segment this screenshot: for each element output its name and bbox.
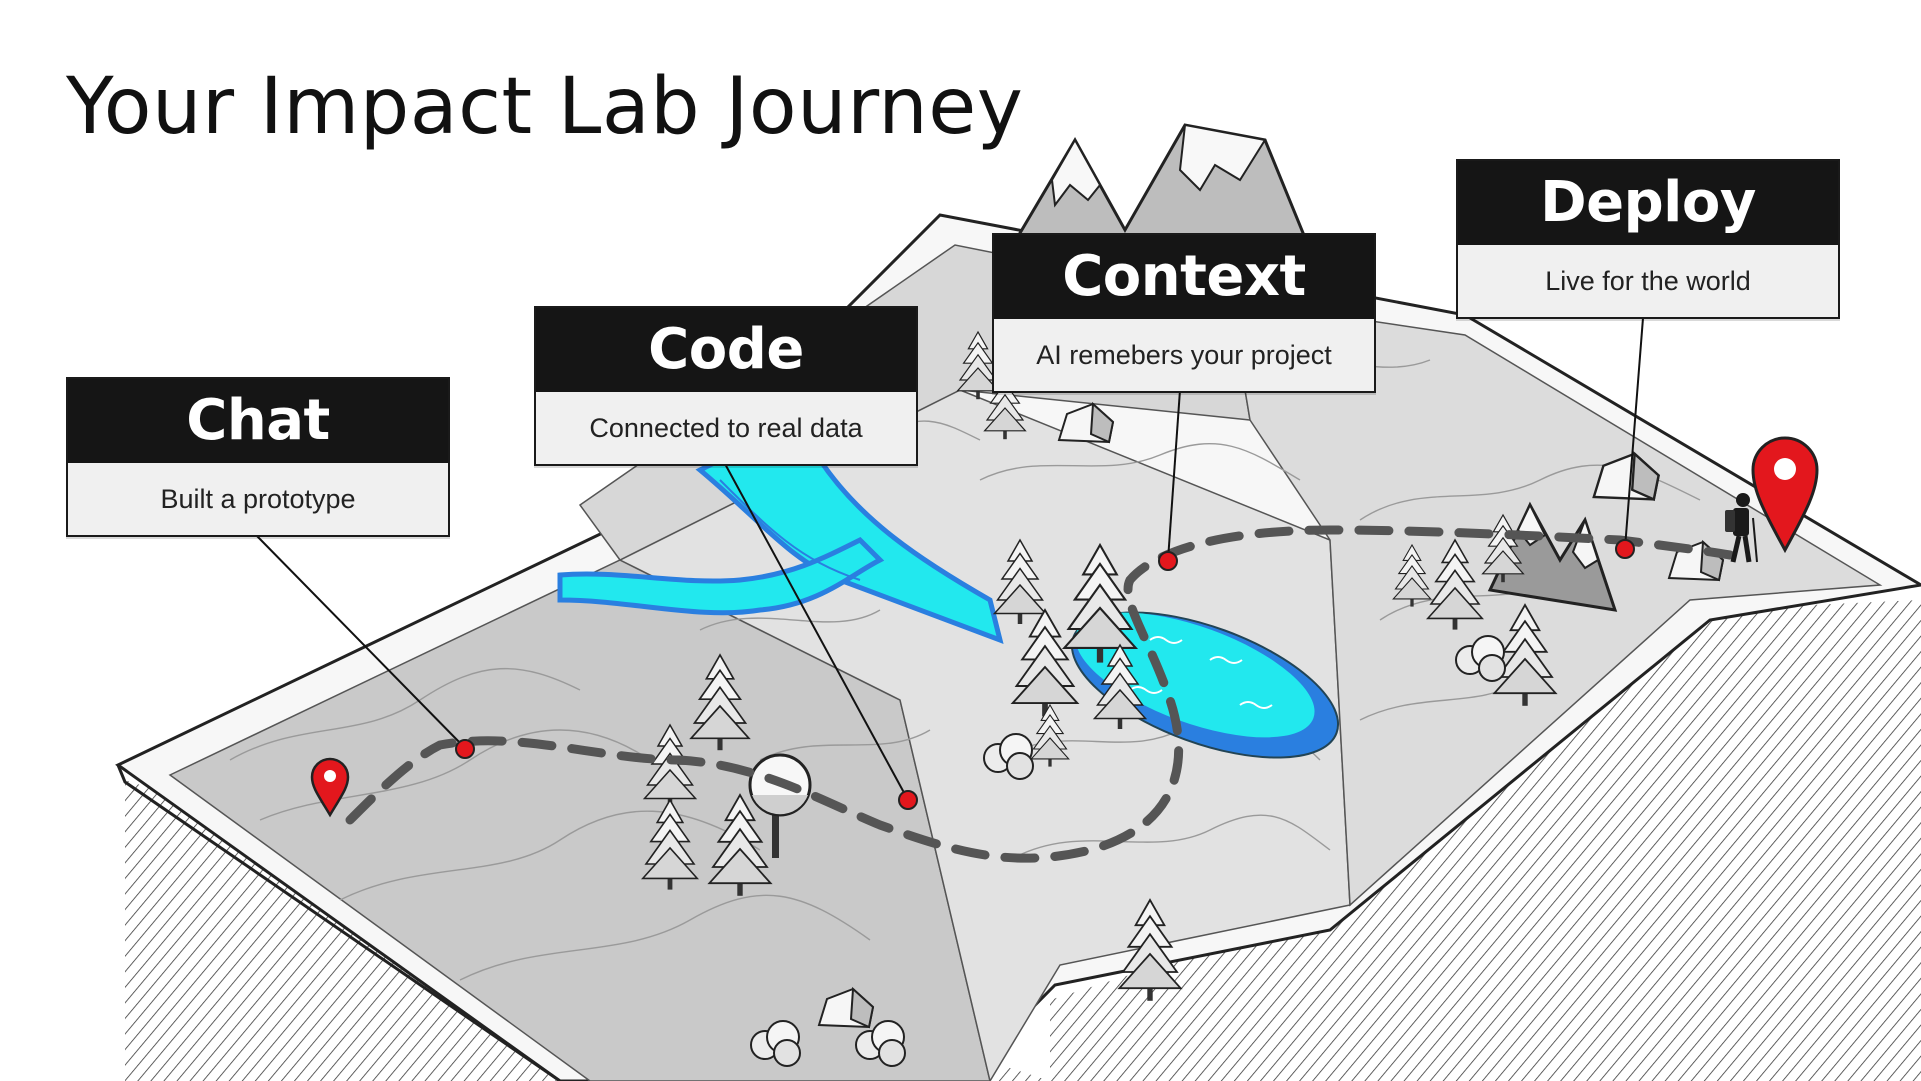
- stage-name: Chat: [68, 379, 448, 463]
- stage-name: Code: [536, 308, 916, 392]
- map-panel-right: [1229, 299, 1883, 907]
- milestone-dot-chat: [455, 739, 475, 759]
- stage-name: Deploy: [1458, 161, 1838, 245]
- stage-card-chat: Chat Built a prototype: [66, 377, 450, 537]
- stage-caption: Connected to real data: [589, 413, 863, 443]
- stage-name: Context: [994, 235, 1374, 319]
- connector-lines: [255, 317, 1644, 801]
- journey-trail: [345, 525, 1735, 863]
- page-title: Your Impact Lab Journey: [66, 62, 1024, 152]
- stage-card-deploy: Deploy Live for the world: [1456, 159, 1840, 319]
- milestone-dot-deploy: [1615, 539, 1635, 559]
- finish-location-pin-icon: [1751, 436, 1819, 554]
- milestone-dots: [455, 539, 1635, 810]
- lake: [1070, 611, 1340, 759]
- start-location-pin-icon: [310, 757, 350, 818]
- stage-card-code: Code Connected to real data: [534, 306, 918, 466]
- stage-caption: Built a prototype: [160, 484, 356, 514]
- milestone-dot-context: [1158, 551, 1178, 571]
- stage-card-context: Context AI remebers your project: [992, 233, 1376, 393]
- hiker-icon: [1725, 493, 1758, 563]
- stage-caption: AI remebers your project: [1036, 340, 1332, 370]
- stage-caption: Live for the world: [1545, 266, 1751, 296]
- milestone-dot-code: [898, 790, 918, 810]
